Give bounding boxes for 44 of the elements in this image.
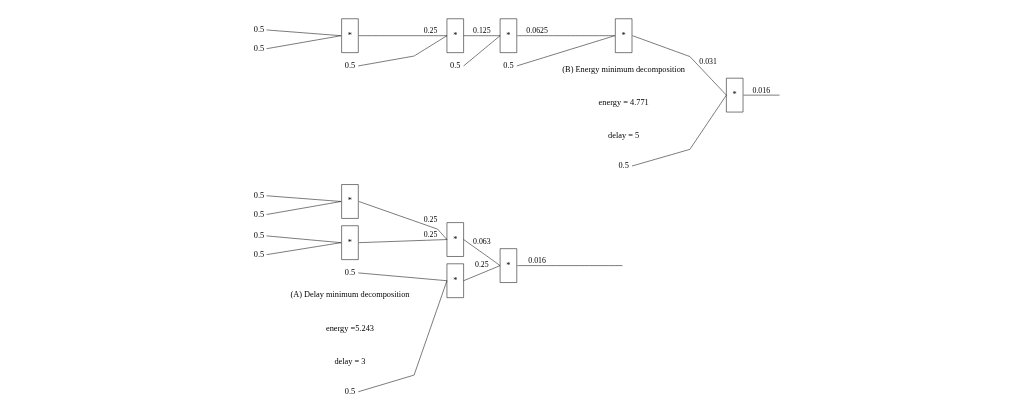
edge-label: 0.016 xyxy=(528,256,546,265)
label: energy = 4.771 xyxy=(598,97,649,107)
node-box: * xyxy=(446,263,464,298)
node-text: 0.5 xyxy=(618,161,629,171)
connector xyxy=(358,201,448,240)
node-text: 0.5 xyxy=(503,60,514,70)
connector xyxy=(358,35,448,36)
connector xyxy=(358,239,448,243)
label: delay = 3 xyxy=(334,357,366,367)
edge-label: 0.063 xyxy=(473,236,491,246)
node-box: * xyxy=(341,18,359,53)
node-text: 0.5 xyxy=(253,249,265,259)
connector xyxy=(266,242,342,255)
node-box: * xyxy=(615,18,633,53)
connector xyxy=(266,201,342,215)
edge-label: 0.031 xyxy=(699,57,717,67)
label: (B) Energy minimum decomposition xyxy=(562,64,685,74)
node-text: 0.5 xyxy=(253,43,265,53)
edge-label: 0.125 xyxy=(473,26,491,36)
node-text: 0.5 xyxy=(253,209,265,219)
label: (A) Delay minimum decomposition xyxy=(290,290,410,300)
label: delay = 5 xyxy=(608,131,640,141)
connector xyxy=(358,35,448,67)
node-box: * xyxy=(499,18,518,53)
edge-label: 0.25 xyxy=(423,229,438,239)
node-text: 0.5 xyxy=(253,230,265,240)
node-box: * xyxy=(341,225,359,260)
edge-label: 0.25 xyxy=(423,26,438,36)
node-box: * xyxy=(499,248,518,283)
node-box: * xyxy=(446,18,464,53)
node-text: 0.5 xyxy=(344,60,356,70)
node-box: * xyxy=(726,77,744,113)
node-text: 0.5 xyxy=(253,24,265,34)
node-text: 0.5 xyxy=(344,267,356,277)
edge-label: 0.0625 xyxy=(526,26,548,36)
node-text: 0.5 xyxy=(450,60,461,70)
edge-label: 0.016 xyxy=(752,85,771,95)
label: energy =5.243 xyxy=(325,323,374,333)
node-box: * xyxy=(341,184,359,219)
edge-label: 0.25 xyxy=(475,259,489,269)
node-text: 0.5 xyxy=(344,386,356,396)
edge-label: 0.25 xyxy=(423,214,438,224)
node-box: * xyxy=(446,222,464,257)
node-text: 0.5 xyxy=(253,190,265,200)
